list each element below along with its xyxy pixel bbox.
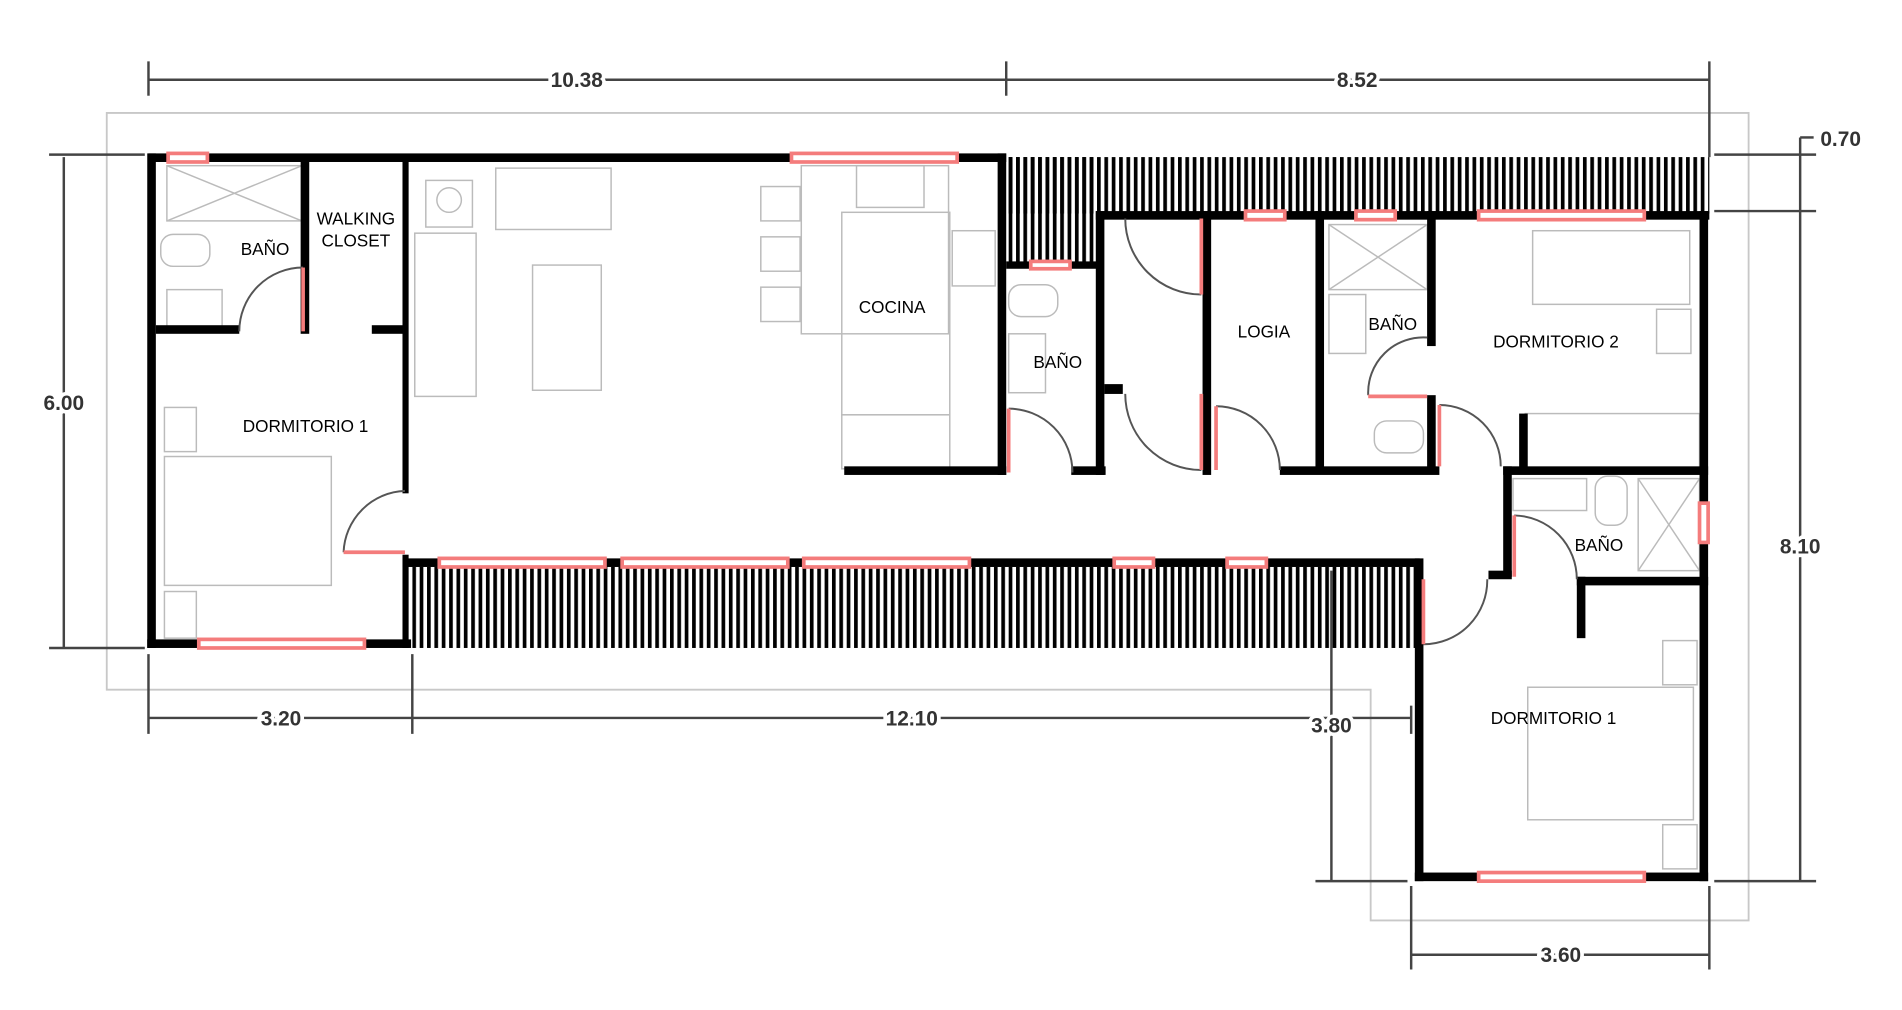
room-label-bath-2: BAÑO [1368, 314, 1417, 334]
room-label-bath-3: BAÑO [1575, 535, 1624, 555]
room-label-walking-closet-2: CLOSET [322, 231, 391, 251]
deck-bottom [412, 566, 1417, 648]
room-label-bath-master: BAÑO [241, 239, 290, 259]
dimension-left-height: 6.00 [44, 392, 85, 415]
room-label-bedroom-3: DORMITORIO 1 [1491, 708, 1617, 728]
roof-outline [105, 111, 1750, 922]
dimension-bottom-left: 3.20 [261, 707, 302, 730]
room-label-walking-closet: WALKING [317, 209, 396, 229]
dimension-bottom-middle: 12.10 [886, 707, 938, 730]
dimension-top-right: 8.52 [1337, 69, 1378, 92]
room-label-bedroom-2: DORMITORIO 2 [1493, 331, 1619, 351]
room-label-bedroom-1: DORMITORIO 1 [243, 416, 369, 436]
dimension-wing-height: 3.80 [1311, 715, 1352, 738]
dimension-lines [49, 61, 1817, 970]
door-swings [238, 218, 1578, 646]
walls [147, 153, 1710, 882]
room-label-kitchen: COCINA [859, 297, 926, 317]
dimension-wing-width: 3.60 [1541, 944, 1582, 967]
room-label-logia: LOGIA [1238, 321, 1291, 341]
furniture [160, 164, 1701, 870]
windows [166, 151, 1710, 883]
dimension-top-left: 10.38 [551, 69, 603, 92]
dimension-eave: 0.70 [1820, 128, 1861, 151]
room-label-bath-guest: BAÑO [1033, 352, 1082, 372]
deck-top [1006, 157, 1710, 266]
dimension-right-height: 8.10 [1780, 535, 1821, 558]
